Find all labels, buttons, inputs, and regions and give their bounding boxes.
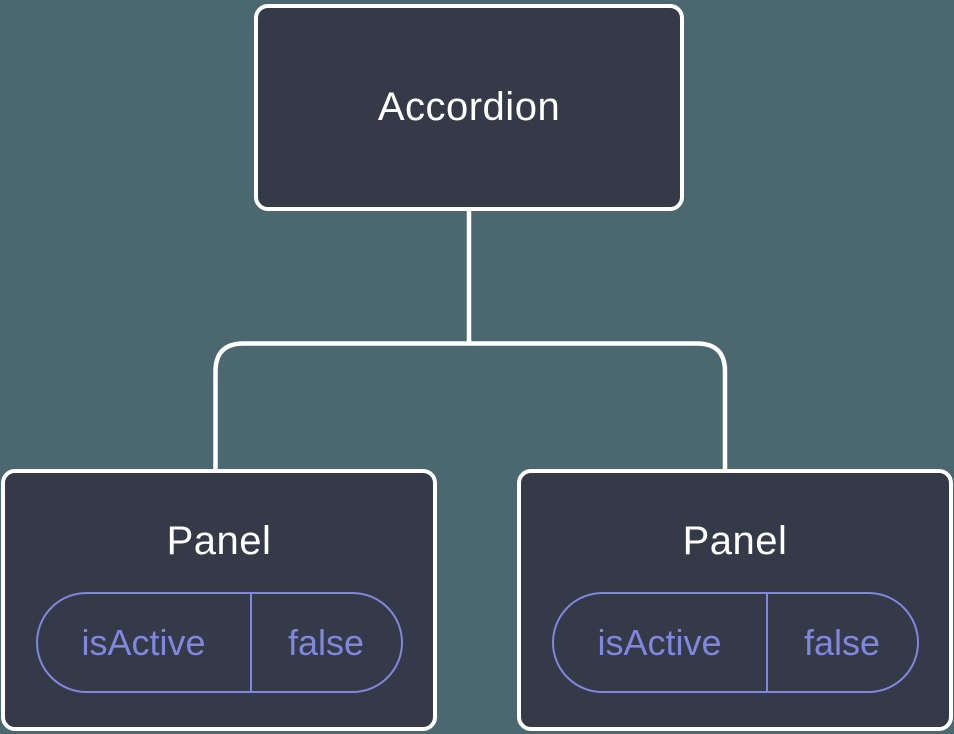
node-panel-right-label: Panel (682, 519, 788, 563)
state-name-right: isActive (597, 621, 722, 663)
state-value-left: false (249, 594, 401, 691)
node-accordion-label: Accordion (377, 85, 561, 129)
state-name-left: isActive (81, 621, 206, 663)
node-panel-left: Panel isActive false (1, 469, 437, 731)
state-pill-right: isActive false (551, 592, 919, 693)
state-value-right: false (765, 594, 917, 691)
connector-branch (213, 341, 728, 470)
state-pill-left: isActive false (35, 592, 403, 693)
node-panel-left-label: Panel (166, 519, 272, 563)
node-panel-right: Panel isActive false (517, 469, 953, 731)
node-accordion: Accordion (254, 4, 684, 211)
